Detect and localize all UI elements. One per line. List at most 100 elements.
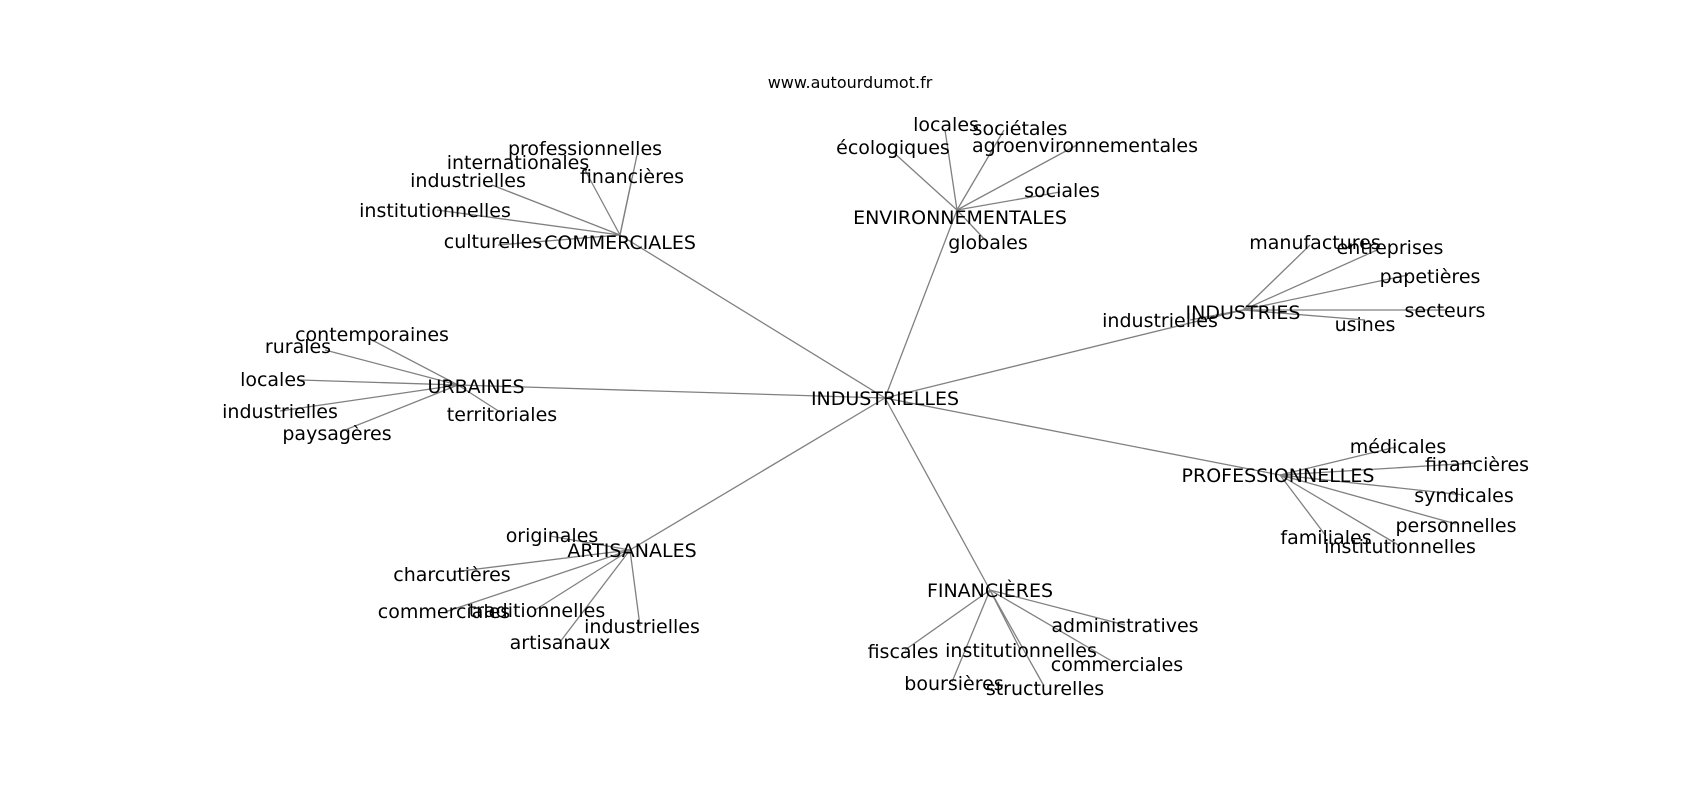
leaf-node: personnelles	[1395, 515, 1516, 537]
leaf-node: secteurs	[1405, 300, 1486, 322]
edge-leaf	[892, 151, 958, 211]
leaf-node: originales	[506, 525, 599, 547]
leaf-node: globales	[948, 232, 1028, 254]
leaf-node: territoriales	[447, 404, 557, 426]
edge-leaf	[339, 384, 459, 433]
edge-leaf	[299, 379, 459, 386]
hub-node: INDUSTRIES	[1186, 302, 1301, 324]
hub-node: ARTISANALES	[567, 540, 696, 562]
edge-leaf	[956, 144, 1078, 211]
edge-leaf	[989, 589, 1045, 687]
edge-leaf	[956, 209, 989, 244]
watermark-text: www.autourdumot.fr	[768, 73, 933, 92]
edge-center-urbaines	[457, 384, 886, 399]
leaf-node: institutionnelles	[945, 640, 1097, 662]
edge-leaf	[1279, 474, 1465, 496]
edge-leaf	[1242, 244, 1311, 311]
edge-leaf	[1242, 274, 1409, 311]
leaf-node: artisanaux	[510, 632, 611, 654]
leaf-node: locales	[913, 114, 979, 136]
edge-leaf	[584, 169, 621, 236]
leaf-node: industrielles	[410, 170, 526, 192]
leaf-node: manufactures	[1249, 232, 1381, 254]
hub-node: COMMERCIALES	[544, 232, 696, 254]
edge-leaf	[444, 549, 631, 613]
edge-leaf	[1279, 474, 1401, 547]
leaf-node: usines	[1335, 314, 1396, 336]
hub-node: PROFESSIONNELLES	[1182, 465, 1375, 487]
leaf-node: familiales	[1280, 527, 1371, 549]
leaf-node: boursières	[904, 673, 1003, 695]
leaf-node: sociétales	[973, 118, 1068, 140]
leaf-node: fiscales	[868, 641, 939, 663]
leaf-node: entreprises	[1337, 237, 1444, 259]
edge-center-commerciales	[619, 234, 886, 399]
edge-leaf	[956, 191, 1061, 211]
leaf-node: industrielles	[1102, 310, 1218, 332]
edge-leaf	[951, 589, 991, 683]
edge-center-industries	[884, 309, 1244, 399]
edge-leaf	[1279, 462, 1476, 476]
graph-labels: INDUSTRIELLES COMMERCIALES professionnelle…	[222, 114, 1529, 700]
edge-leaf	[956, 129, 1005, 211]
leaf-node: culturelles	[444, 231, 543, 253]
leaf-node: charcutières	[393, 564, 510, 586]
leaf-node: traditionnelles	[469, 600, 606, 622]
edge-leaf	[324, 349, 459, 386]
edge-center-financières	[884, 397, 991, 591]
leaf-node: institutionnelles	[1324, 536, 1476, 558]
leaf-node: contemporaines	[295, 324, 449, 346]
edge-leaf	[1279, 474, 1327, 537]
edge-leaf	[904, 589, 991, 651]
edge-leaf	[619, 177, 633, 236]
edge-leaf	[491, 184, 621, 236]
edge-leaf	[989, 589, 1126, 626]
edge-leaf	[452, 549, 631, 573]
edge-leaf	[1279, 474, 1457, 525]
hub-node: URBAINES	[427, 376, 524, 398]
leaf-node: administratives	[1051, 615, 1198, 637]
leaf-node: internationales	[447, 152, 590, 174]
edge-leaf	[989, 589, 1116, 664]
edge-leaf	[436, 209, 621, 236]
hub-node: ENVIRONNEMENTALES	[853, 207, 1067, 229]
edge-leaf	[279, 384, 459, 412]
leaf-node: sociales	[1024, 180, 1100, 202]
edge-leaf	[549, 535, 631, 551]
edge-center-environnementales	[884, 209, 958, 399]
leaf-node: locales	[240, 369, 306, 391]
leaf-node: financières	[1425, 454, 1529, 476]
leaf-node: industrielles	[584, 616, 700, 638]
leaf-node: institutionnelles	[359, 200, 511, 222]
edge-leaf	[1189, 309, 1244, 321]
leaf-node: paysagères	[282, 423, 391, 445]
graph-edges	[279, 129, 1476, 687]
edge-center-professionnelles	[884, 397, 1281, 476]
leaf-node: financières	[580, 166, 684, 188]
leaf-node: professionnelles	[508, 138, 662, 160]
leaf-node: industrielles	[222, 401, 338, 423]
leaf-node: papetières	[1380, 266, 1481, 288]
leaf-node: médicales	[1350, 436, 1447, 458]
leaf-node: agroenvironnementales	[972, 135, 1198, 157]
leaf-node: rurales	[265, 336, 331, 358]
edge-leaf	[629, 549, 641, 627]
edge-leaf	[457, 384, 501, 413]
edge-leaf	[1242, 309, 1366, 321]
leaf-node: structurelles	[986, 678, 1104, 700]
leaf-node: syndicales	[1414, 485, 1513, 507]
edge-leaf	[534, 549, 631, 611]
edge-leaf	[1242, 249, 1378, 311]
leaf-node: commerciales	[1051, 654, 1183, 676]
edge-leaf	[944, 129, 958, 211]
leaf-node: commerciales	[378, 601, 510, 623]
edge-leaf	[1279, 446, 1397, 476]
edge-leaf	[497, 234, 621, 246]
center-node: INDUSTRIELLES	[811, 388, 959, 410]
edge-center-artisanales	[629, 397, 886, 551]
edge-leaf	[371, 339, 459, 386]
leaf-node: écologiques	[836, 137, 950, 159]
hub-node: FINANCIÈRES	[927, 579, 1053, 602]
edge-leaf	[559, 549, 631, 643]
